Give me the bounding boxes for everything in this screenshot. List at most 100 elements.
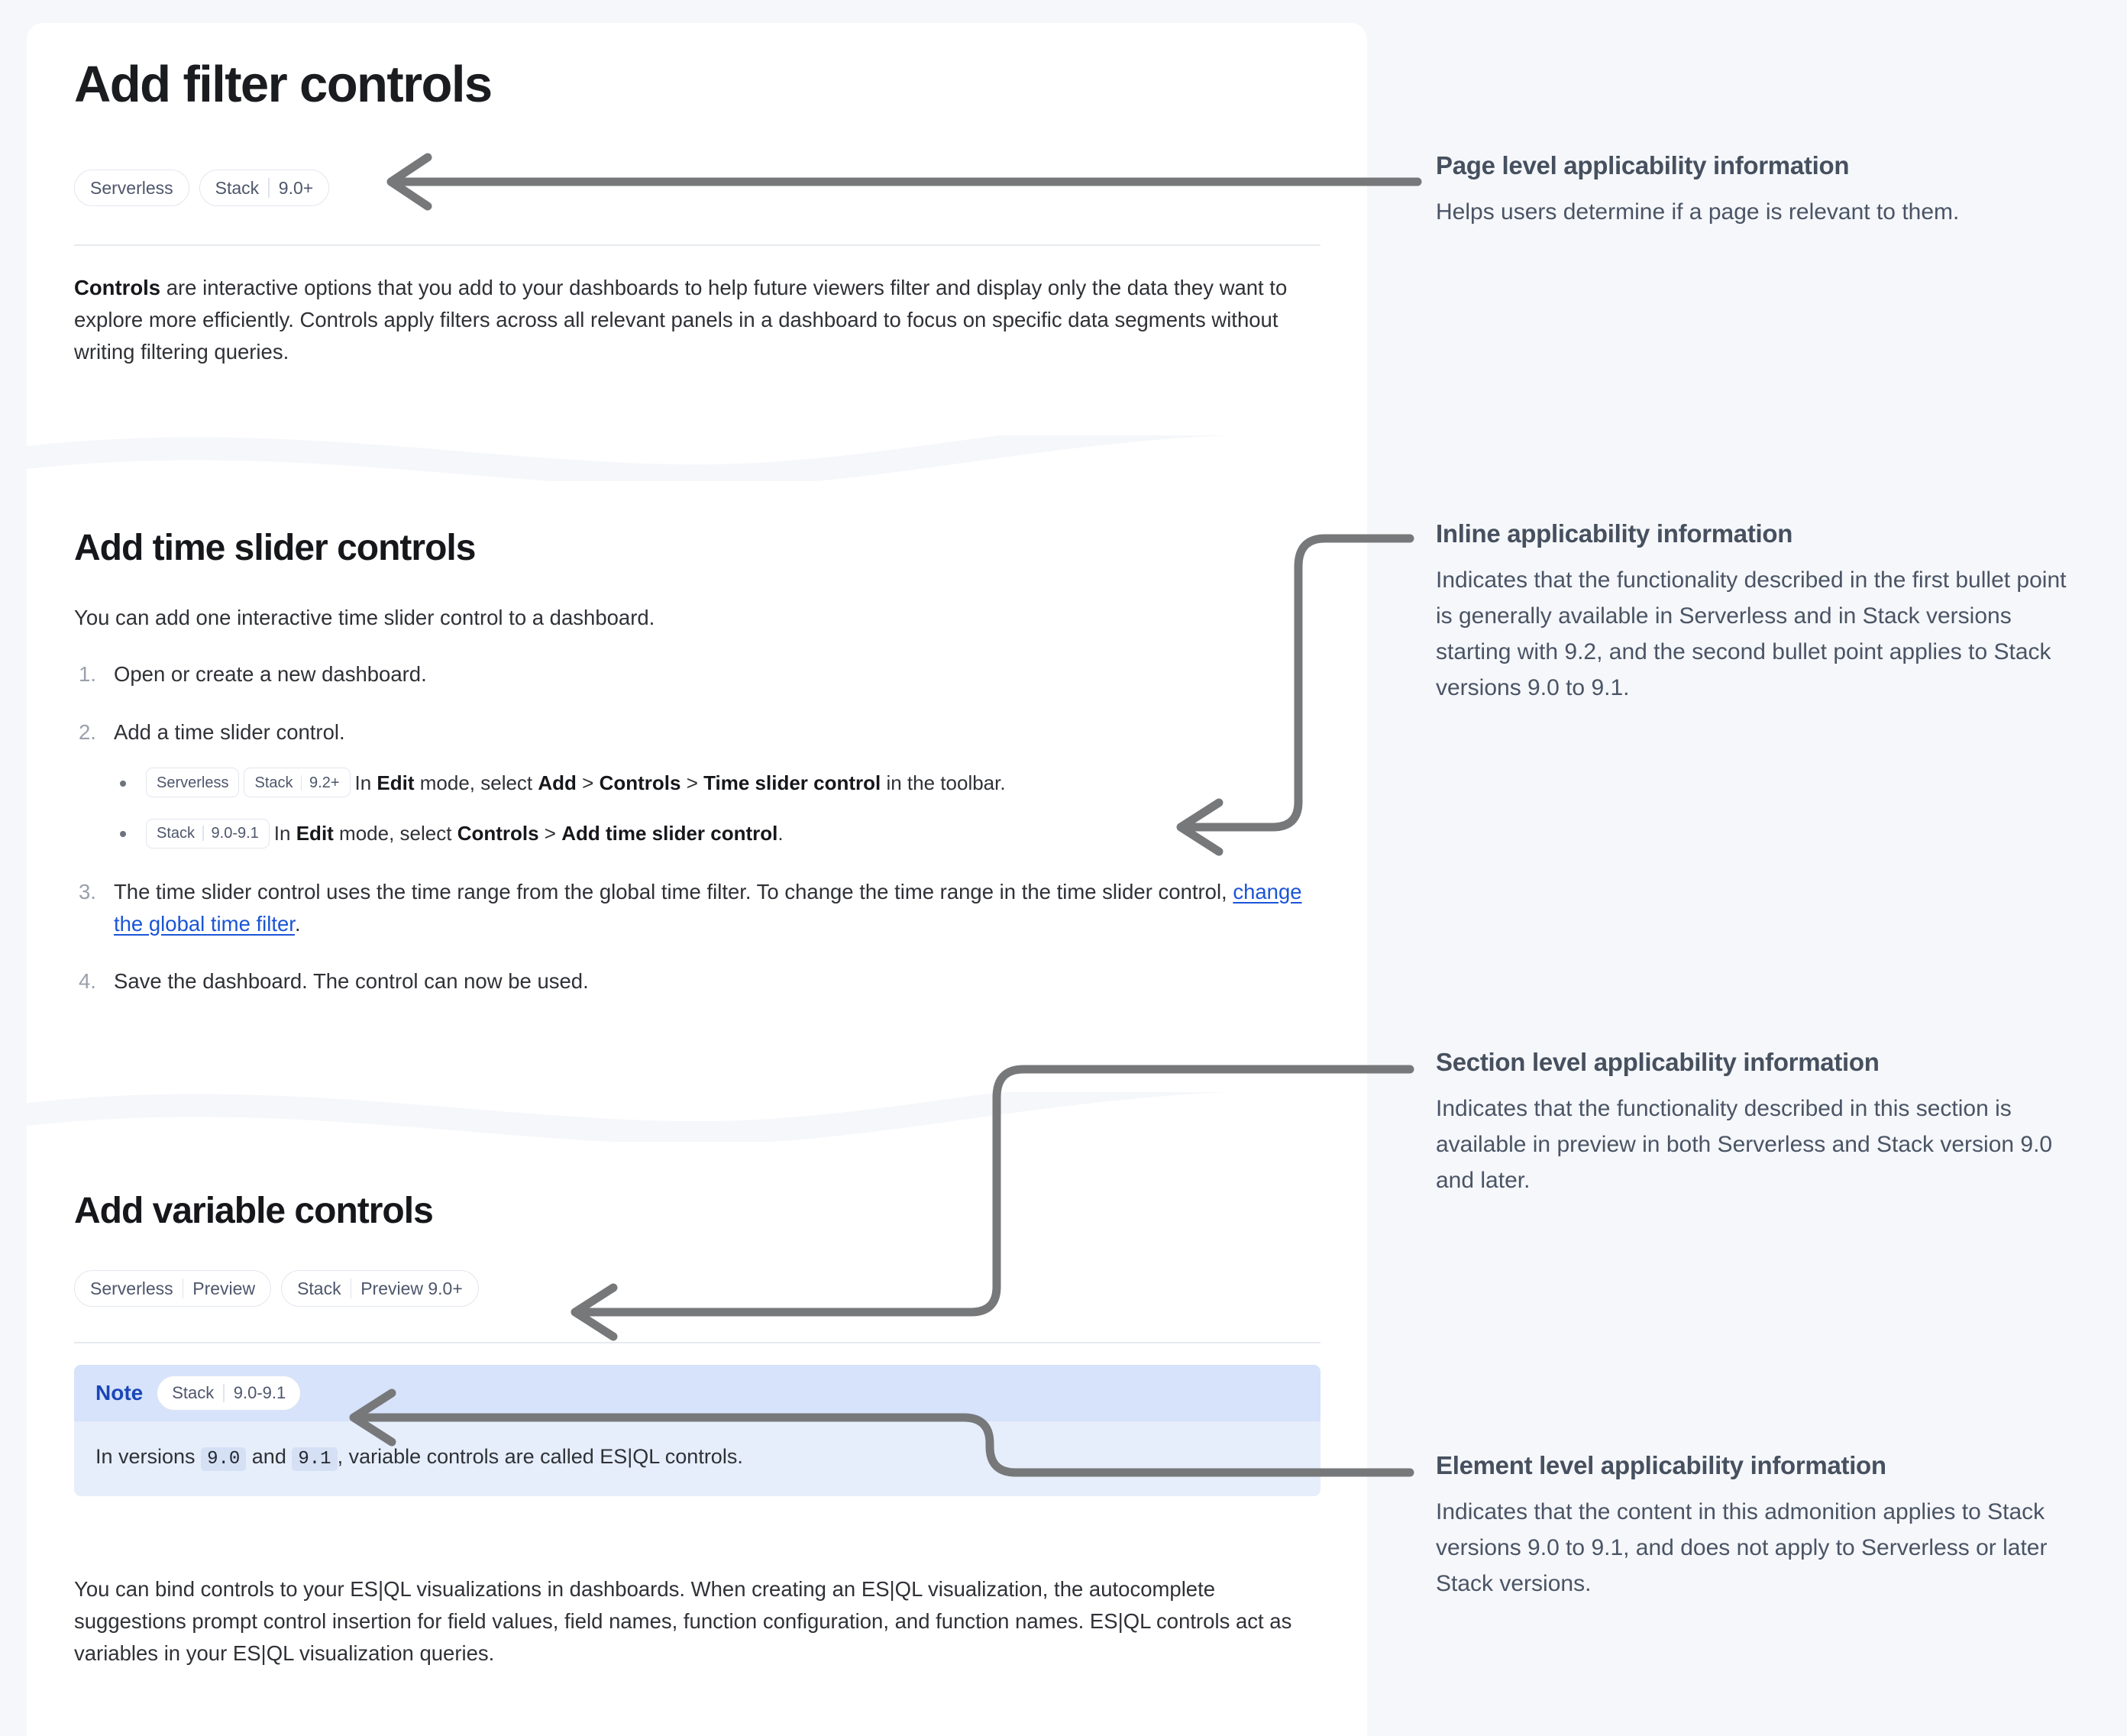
annotation-text: Helps users determine if a page is relev… [1436,199,1960,225]
note-text-mid: and [246,1445,293,1468]
section-applicability-badges: Serverless Preview Stack Preview 9.0+ [74,1270,479,1307]
annotation-title: Inline applicability information [1436,519,1793,548]
t: Edit [377,771,415,794]
t: In [354,771,377,794]
annotation-section-level: Section level applicability information … [1436,1048,2070,1198]
badge-segment-lifecycle-version: Preview 9.0+ [360,1278,463,1298]
intro-rest: are interactive options that you add to … [74,276,1288,364]
badge-segment-label: Serverless [90,1278,173,1298]
step-text: Save the dashboard. The control can now … [114,969,589,994]
note-header: Note Stack 9.0-9.1 [74,1365,1320,1421]
t: > [538,822,562,845]
annotation-page-level: Page level applicability information Hel… [1436,151,2070,230]
badge-separator [268,178,270,198]
applicability-badge-serverless-preview[interactable]: Serverless Preview [74,1270,272,1307]
badge-separator [350,1279,352,1298]
annotation-title: Element level applicability information [1436,1451,1886,1479]
t: In [273,822,296,845]
t: Edit [296,822,334,845]
t: Add time slider control [561,822,778,845]
time-slider-intro: You can add one interactive time slider … [74,606,655,629]
step-text: Open or create a new dashboard. [114,662,427,686]
t: Add [538,771,577,794]
document-column: Add filter controls Serverless Stack 9.0… [27,23,1367,1736]
annotation-text: Indicates that the functionality describ… [1436,567,2067,701]
t: Controls [457,822,539,845]
badge-segment-label: Stack [157,825,196,842]
t: Time slider control [703,771,881,794]
note-text-pre: In versions [95,1445,202,1468]
step-text: The time slider control uses the time ra… [114,879,1233,904]
list-item: 3. The time slider control uses the time… [74,876,1327,940]
annotation-element-level: Element level applicability information … [1436,1451,2070,1602]
badge-segment-version: 9.2+ [309,774,340,791]
variable-controls-paragraph: You can bind controls to your ES|QL visu… [74,1577,1292,1665]
badge-separator [182,1279,184,1298]
section-title-time-slider: Add time slider controls [74,528,476,568]
sub-bullet-text: In Edit mode, select Add > Controls > Ti… [355,771,1006,794]
badge-segment-version: 9.0-9.1 [211,825,259,842]
badge-segment-lifecycle: Preview [192,1278,256,1298]
inline-badge-stack[interactable]: Stack 9.0-9.1 [146,818,270,849]
t: > [680,771,704,794]
annotation-text: Indicates that the functionality describ… [1436,1096,2053,1194]
list-item: 1. Open or create a new dashboard. [74,658,1327,690]
badge-separator [300,774,302,790]
step-text-tail: . [294,911,301,936]
version-code-90: 9.0 [201,1447,247,1471]
step-number: 1. [79,662,96,686]
intro-paragraph: Controls are interactive options that yo… [74,272,1327,367]
badge-separator [202,826,204,842]
step-text: Add a time slider control. [114,719,345,744]
list-item: 2. Add a time slider control. Serverless… [74,716,1327,850]
header-divider [74,244,1320,246]
note-admonition: Note Stack 9.0-9.1 In versions 9.0 and 9… [74,1365,1320,1496]
intro-lead: Controls [74,276,161,299]
time-slider-section-card: Add time slider controls You can add one… [27,481,1367,1092]
t: mode, select [333,822,457,845]
badge-segment-version: 9.0-9.1 [233,1383,286,1402]
list-item: Stack 9.0-9.1 In Edit mode, select Contr… [114,818,1327,850]
time-slider-sub-bullets: Serverless Stack 9.2+ In Edit mode, sele… [114,768,1327,850]
variable-controls-section-card: Add variable controls Serverless Preview… [27,1142,1367,1736]
list-item: Serverless Stack 9.2+ In Edit mode, sele… [114,768,1327,800]
step-number: 2. [79,719,96,744]
t: in the toolbar. [881,771,1006,794]
annotation-title: Page level applicability information [1436,151,1850,179]
badge-segment-label: Stack [254,774,293,791]
badge-separator [223,1384,225,1402]
inline-badge-stack[interactable]: Stack 9.2+ [244,768,351,798]
inline-badge-serverless[interactable]: Serverless [146,768,240,798]
badge-segment-label: Serverless [90,177,173,198]
t: . [777,822,784,845]
badge-segment-label: Serverless [157,774,229,791]
wave-divider-1 [27,405,1367,489]
page-applicability-badges: Serverless Stack 9.0+ [74,170,330,206]
badge-segment-label: Stack [297,1278,341,1298]
annotation-text: Indicates that the content in this admon… [1436,1499,2048,1597]
list-item: 4. Save the dashboard. The control can n… [74,965,1327,997]
applicability-badge-serverless[interactable]: Serverless [74,170,189,206]
sub-bullet-text: In Edit mode, select Controls > Add time… [274,822,784,845]
note-applicability-badge[interactable]: Stack 9.0-9.1 [157,1376,302,1411]
version-code-91: 9.1 [292,1447,338,1471]
note-label: Note [95,1381,144,1405]
badge-segment-label: Stack [172,1383,215,1402]
section-title-variable-controls: Add variable controls [74,1191,434,1231]
t: Controls [599,771,681,794]
time-slider-steps: 1. Open or create a new dashboard. 2. Ad… [74,658,1327,1023]
applicability-badge-stack[interactable]: Stack 9.0+ [199,170,330,206]
section-divider [74,1342,1320,1343]
t: > [576,771,600,794]
note-text-post: , variable controls are called ES|QL con… [337,1445,743,1468]
wave-divider-2 [27,1062,1367,1146]
page-title: Add filter controls [74,56,493,113]
global-time-filter-link[interactable]: change the global time filter [114,879,1302,936]
t: mode, select [414,771,538,794]
badge-segment-label: Stack [215,177,260,198]
page-header-card: Add filter controls Serverless Stack 9.0… [27,23,1367,435]
badge-segment-version: 9.0+ [278,177,314,198]
applicability-badge-stack-preview[interactable]: Stack Preview 9.0+ [281,1270,479,1307]
note-body: In versions 9.0 and 9.1, variable contro… [74,1421,1320,1496]
